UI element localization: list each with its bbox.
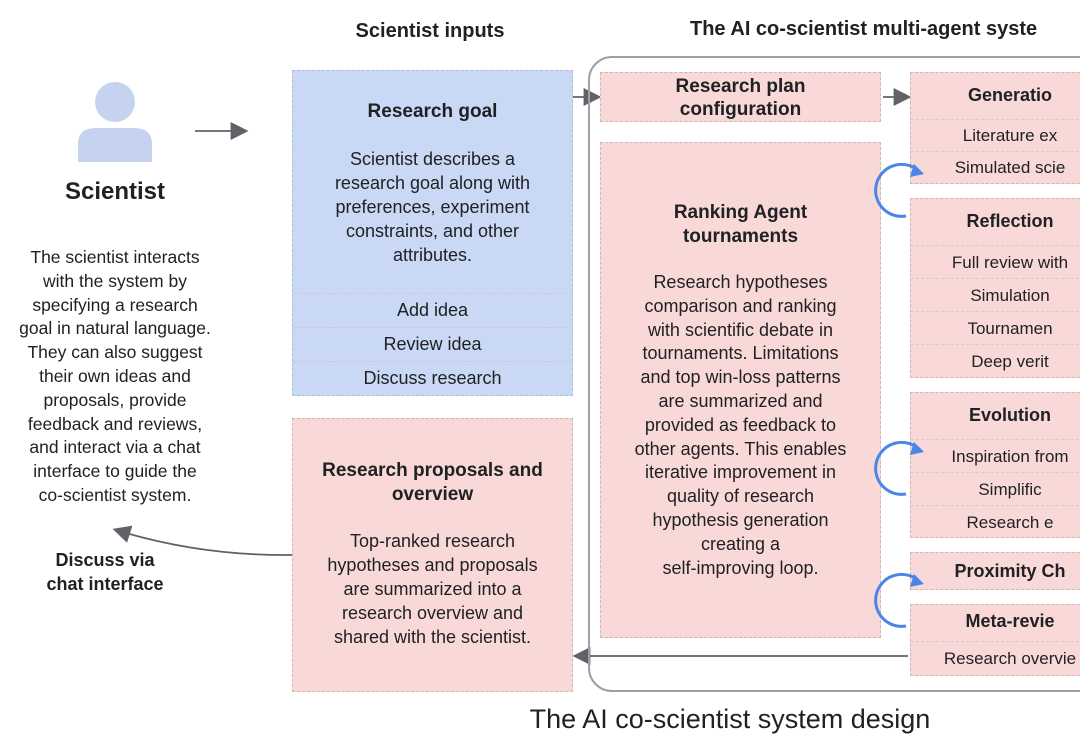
chat-interface-label: Discuss via chat interface [46, 550, 164, 594]
scientist-inputs-header: Scientist inputs [355, 20, 505, 42]
research-goal-title: Research goal [367, 101, 498, 122]
research-goal-box: Research goal Scientist describes a rese… [292, 70, 573, 396]
person-icon [78, 82, 152, 162]
evolution-item: Simplific [911, 472, 1080, 506]
ranking-agent-description: Research hypotheses comparison and ranki… [634, 272, 847, 578]
reflection-item: Tournamen [911, 311, 1080, 345]
loop-arrow-icon [874, 572, 924, 628]
reflection-item: Full review with [911, 245, 1080, 279]
reflection-agent-title: Reflection [966, 211, 1054, 231]
loop-arrow-icon [874, 440, 924, 496]
research-proposals-description: Top-ranked research hypotheses and propo… [327, 531, 538, 647]
research-proposals-box: Research proposals and overview Top-rank… [292, 418, 573, 692]
evolution-item: Inspiration from [911, 439, 1080, 473]
review-idea-button[interactable]: Review idea [293, 327, 572, 361]
generation-agent-box: Generatio Literature ex Simulated scie [910, 72, 1080, 184]
add-idea-button[interactable]: Add idea [293, 293, 572, 327]
system-header: The AI co-scientist multi-agent syste [690, 18, 1038, 40]
research-proposals-title: Research proposals and overview [322, 460, 543, 505]
meta-review-item: Research overvie [911, 641, 1080, 676]
diagram-caption: The AI co-scientist system design [529, 704, 931, 734]
ranking-agent-box: Ranking Agent tournaments Research hypot… [600, 142, 881, 638]
meta-review-agent-title: Meta-revie [965, 611, 1055, 631]
multi-agent-system-container [588, 56, 1080, 692]
reflection-agent-box: Reflection Full review with Simulation T… [910, 198, 1080, 378]
meta-review-agent-box: Meta-revie Research overvie [910, 604, 1080, 676]
scientist-description: The scientist interacts with the system … [19, 247, 211, 505]
generation-agent-title: Generatio [967, 85, 1053, 105]
scientist-label: Scientist [64, 178, 166, 205]
research-plan-configuration-box: Research plan configuration [600, 72, 881, 122]
evolution-agent-title: Evolution [969, 405, 1051, 425]
proximity-agent-title: Proximity Ch [954, 561, 1066, 581]
proximity-agent-box: Proximity Ch [910, 552, 1080, 590]
generation-item: Literature ex [911, 119, 1080, 152]
ranking-agent-title: Ranking Agent tournaments [673, 202, 808, 247]
reflection-item: Deep verit [911, 344, 1080, 378]
reflection-item: Simulation [911, 278, 1080, 312]
loop-arrow-icon [874, 162, 924, 218]
evolution-agent-box: Evolution Inspiration from Simplific Res… [910, 392, 1080, 538]
research-plan-configuration-title: Research plan configuration [675, 76, 806, 120]
research-goal-description: Scientist describes a research goal alon… [334, 149, 531, 265]
discuss-research-button[interactable]: Discuss research [293, 361, 572, 395]
evolution-item: Research e [911, 505, 1080, 539]
generation-item: Simulated scie [911, 151, 1080, 184]
